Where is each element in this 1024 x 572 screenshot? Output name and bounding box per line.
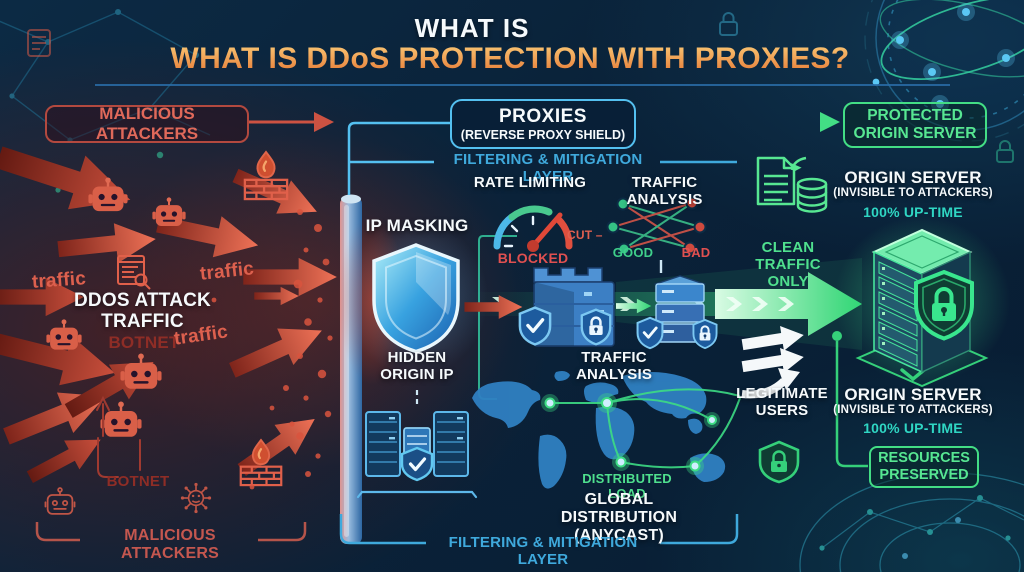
constellation-decoration (0, 9, 211, 193)
distributed-load-label: DISTRIBUTED LOAD (582, 471, 672, 501)
ip-masking-shield-icon (372, 243, 460, 354)
protected-origin-server-box: PROTECTED ORIGIN SERVER (843, 102, 987, 148)
malicious-attackers-label-bottom: MALICIOUS ATTACKERS (120, 527, 220, 562)
traffic-analysis-label-top: TRAFFIC ANALYSIS (626, 174, 703, 208)
hidden-origin-label: HIDDEN ORIGIN IP (366, 349, 468, 384)
global-distribution-label: GLOBAL DISTRIBUTION (ANYCAST) (530, 491, 708, 545)
server-lock-shield (914, 269, 974, 341)
legit-line1: LEGITIMATE (736, 385, 828, 402)
hidden-line2: ORIGIN IP (380, 365, 454, 383)
protected-box-line2: ORIGIN SERVER (853, 125, 977, 142)
server-mini-icon (27, 29, 51, 57)
robot-icon (44, 487, 76, 515)
uptime-label-top: 100% UP-TIME (863, 204, 963, 220)
botnet-bracket (96, 395, 141, 478)
global-line1: GLOBAL DISTRIBUTION (560, 491, 678, 526)
resources-line2: PRESERVED (879, 467, 969, 483)
botnet-label-bottom: BOTNET (106, 473, 170, 490)
attackers-bracket (35, 522, 307, 542)
ddos-line2: TRAFFIC (101, 311, 184, 333)
ddos-line1: DDOS ATTACK (74, 290, 211, 311)
good-label: GOOD (612, 245, 654, 260)
page-title: WHAT IS DDoS PROTECTION WITH PROXIES? (100, 42, 920, 76)
data-backup-icon (756, 156, 828, 213)
origin-server-label-top: ORIGIN SERVER (844, 168, 982, 187)
filtering-layer-label-top: FILTERING & MITIGATION LAYER (453, 151, 643, 185)
resources-line1: RESOURCES (878, 450, 970, 467)
lock-icon (996, 140, 1014, 163)
clean-line2: TRAFFIC (755, 255, 821, 273)
malicious-attackers-label: MALICIOUS ATTACKERS (95, 104, 199, 143)
robot-icon (120, 353, 162, 389)
anycast-world-map-icon (472, 371, 741, 489)
legitimate-users-label: LEGITIMATE USERS (730, 385, 834, 420)
bad-label: BAD (681, 245, 711, 260)
blocked-label: BLOCKED (497, 250, 569, 266)
filter-layer-bracket (339, 514, 739, 545)
hidden-origin-servers-icon (356, 390, 478, 499)
malicious-attackers-box: MALICIOUS ATTACKERS (45, 104, 249, 143)
filtering-layer-label-bottom: FILTERING & MITIGATION LAYER (448, 534, 638, 568)
proxies-title: PROXIES (499, 105, 587, 127)
rate-limiting-label: RATE LIMITING (473, 174, 587, 191)
legit-line2: USERS (755, 401, 809, 419)
filtered-server-icon (636, 275, 718, 350)
robot-icon (152, 197, 186, 226)
resources-preserved-box: RESOURCES PRESERVED (869, 446, 979, 488)
secure-lock-shield-icon (758, 440, 800, 484)
cut-label: CUT – (567, 228, 603, 242)
traffic-analysis-label-mid: TRAFFIC ANALYSIS (575, 349, 653, 383)
origin-server-label-bottom: ORIGIN SERVER (844, 385, 982, 404)
anycast-nodes (541, 393, 720, 475)
hidden-line1: HIDDEN (387, 349, 447, 366)
proxy-to-protected-connector (636, 112, 840, 132)
lock-icon (719, 12, 738, 36)
origin-server-sub-top: (INVISIBLE TO ATTACKERS) (833, 187, 993, 199)
traffic-analysis-graph-icon (606, 196, 707, 273)
global-line2: (ANYCAST) (574, 526, 664, 544)
ip-masking-label: IP MASKING (365, 216, 469, 235)
ddos-attack-traffic-label: DDOS ATTACK TRAFFIC (70, 290, 215, 333)
proxies-box: PROXIES (REVERSE PROXY SHIELD) (450, 99, 636, 149)
attack-browser-icon (117, 255, 151, 290)
legitimate-users-arrows (741, 326, 804, 399)
uptime-label-bottom: 100% UP-TIME (863, 420, 963, 436)
protected-box-line1: PROTECTED (867, 107, 963, 125)
botnet-label-mid: BOTNET (108, 333, 180, 352)
malware-virus-icon (180, 482, 212, 514)
attack-particles (211, 209, 333, 490)
proxy-box-connector (347, 121, 450, 195)
proxy-fortress-icon (518, 267, 615, 347)
origin-server-tower-icon (834, 216, 1010, 388)
page-supertitle: WHAT IS (414, 13, 530, 43)
clean-traffic-only-label: CLEAN TRAFFIC ONLY (750, 239, 826, 290)
origin-server-sub-bottom: (INVISIBLE TO ATTACKERS) (833, 404, 993, 416)
clean-line1: CLEAN (761, 239, 815, 256)
attackers-to-proxy-connector (247, 112, 334, 132)
clean-line3: ONLY (767, 272, 809, 290)
proxies-subtitle: (REVERSE PROXY SHIELD) (460, 127, 626, 142)
rate-limit-gauge-icon (493, 205, 573, 252)
